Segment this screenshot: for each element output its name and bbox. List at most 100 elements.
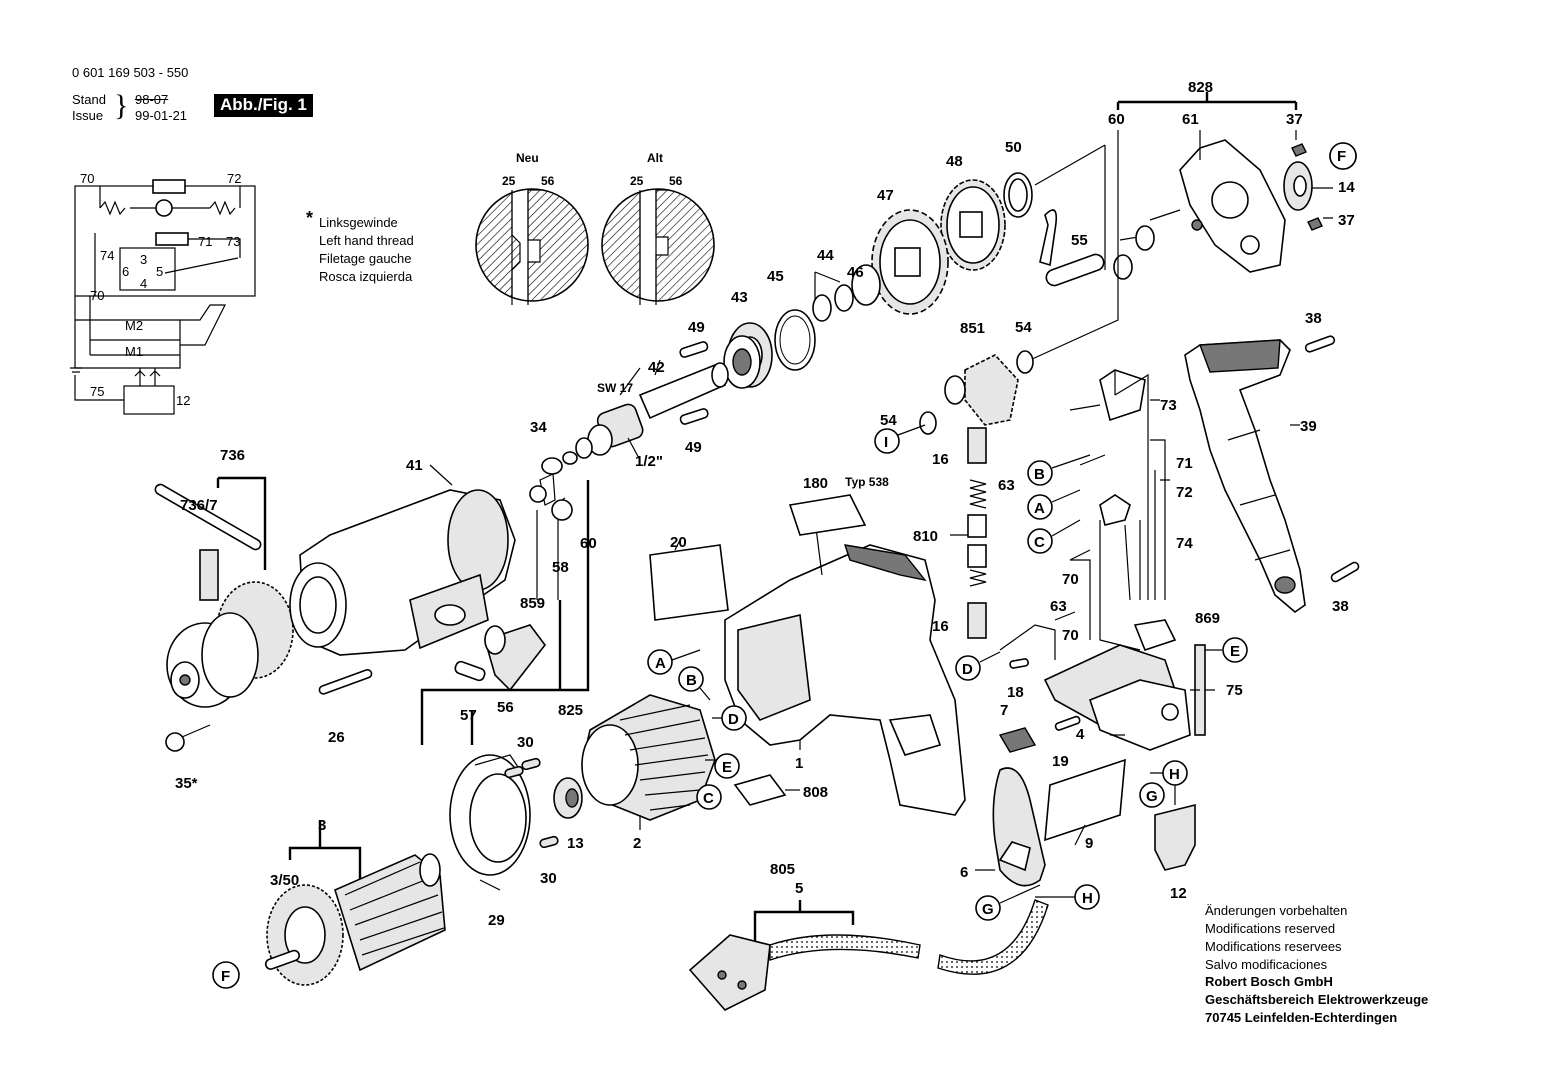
part-41: 41: [406, 457, 423, 474]
part-20: 20: [670, 534, 687, 551]
circuit-label-75: 75: [90, 384, 104, 399]
detail-alt-25: 25: [630, 174, 644, 188]
part-26: 26: [328, 729, 345, 746]
callout-b-right: B: [1034, 466, 1045, 483]
figure-badge: Abb./Fig. 1: [214, 94, 313, 117]
detail-alt-label: Alt: [647, 151, 663, 165]
footer-line-es: Salvo modificaciones: [1205, 957, 1328, 972]
footer-line-de: Änderungen vorbehalten: [1205, 903, 1348, 918]
new-date: 99-01-21: [135, 108, 188, 123]
part-6: 6: [960, 864, 968, 881]
part-70-top: 70: [1062, 571, 1079, 588]
part-57: 57: [460, 707, 477, 724]
circuit-label-m1: M1: [125, 344, 143, 359]
circuit-label-74: 74: [100, 248, 114, 263]
part-808: 808: [803, 784, 828, 801]
callout-a-right: A: [1034, 500, 1045, 517]
rings-and-bearing: [723, 264, 881, 389]
part-46: 46: [847, 264, 864, 281]
part-45: 45: [767, 268, 784, 285]
part-2: 2: [633, 835, 641, 852]
part-825: 825: [558, 702, 583, 719]
part-60-top: 60: [1108, 111, 1125, 128]
circuit-label-73: 73: [226, 234, 240, 249]
detail-alt-56: 56: [669, 174, 683, 188]
part-19: 19: [1052, 753, 1069, 770]
circuit-label-6: 6: [122, 264, 129, 279]
circuit-label-70b: 70: [90, 288, 104, 303]
wrench-size-sw17: SW 17: [597, 381, 633, 395]
stand-label: Stand: [72, 92, 106, 107]
part-58: 58: [552, 559, 569, 576]
part-12: 12: [1170, 885, 1187, 902]
detail-alt: Alt 25 56: [601, 151, 715, 305]
footer-line-en: Modifications reserved: [1205, 921, 1336, 936]
detail-neu: Neu 25 56: [475, 151, 589, 305]
part-5: 5: [795, 880, 803, 897]
armature: [264, 820, 446, 986]
part-3-50: 3/50: [270, 872, 299, 889]
part-14: 14: [1338, 179, 1355, 196]
callout-e-left: E: [722, 759, 732, 776]
thread-note-de: Linksgewinde: [319, 215, 398, 230]
callout-h-right: H: [1169, 766, 1180, 783]
callout-c-left: C: [703, 790, 714, 807]
part-828: 828: [1188, 79, 1213, 96]
part-54-bottom: 54: [880, 412, 897, 429]
wiring-schematic: 70 72 71 73 74 3 5 6 4 70 M2 M1 75 12: [70, 171, 256, 415]
callout-d-left: D: [728, 711, 739, 728]
detail-neu-25: 25: [502, 174, 516, 188]
circuit-label-12: 12: [176, 393, 190, 408]
part-42: 42: [648, 359, 665, 376]
part-805: 805: [770, 861, 795, 878]
callout-a-left: A: [655, 655, 666, 672]
part-3: 3: [318, 817, 326, 834]
circuit-label-4: 4: [140, 276, 147, 291]
part-35: 35*: [175, 775, 198, 792]
part-38-top: 38: [1305, 310, 1322, 327]
part-34: 34: [530, 419, 547, 436]
detail-neu-56: 56: [541, 174, 555, 188]
part-54-top: 54: [1015, 319, 1032, 336]
thread-note-en: Left hand thread: [319, 233, 414, 248]
circuit-label-70a: 70: [80, 171, 94, 186]
circuit-label-72: 72: [227, 171, 241, 186]
front-housing: [289, 451, 590, 745]
part-180: 180: [803, 475, 828, 492]
callout-h-bottom: H: [1082, 890, 1093, 907]
part-49-bottom: 49: [685, 439, 702, 456]
issue-label: Issue: [72, 108, 104, 123]
part-55: 55: [1071, 232, 1088, 249]
callout-g-right: G: [1146, 788, 1158, 805]
part-9: 9: [1085, 835, 1093, 852]
part-48: 48: [946, 153, 963, 170]
part-736: 736: [220, 447, 245, 464]
callout-f-right: F: [1337, 148, 1346, 165]
part-869: 869: [1195, 610, 1220, 627]
part-1: 1: [795, 755, 803, 772]
part-74: 74: [1176, 535, 1193, 552]
handle: [1184, 335, 1360, 614]
part-73: 73: [1160, 397, 1177, 414]
part-37-bottom: 37: [1338, 212, 1355, 229]
fan-baffle: [449, 754, 583, 891]
callout-g-bottom: G: [982, 901, 994, 918]
part-47: 47: [877, 187, 894, 204]
circuit-label-3: 3: [140, 252, 147, 267]
part-13: 13: [567, 835, 584, 852]
callout-b-left: B: [686, 672, 697, 689]
old-date: 98-07: [135, 92, 169, 107]
switch-assembly: [998, 619, 1215, 871]
callout-d-right: D: [962, 661, 973, 678]
thread-size-half-inch: 1/2": [635, 453, 663, 470]
circuit-label-5: 5: [156, 264, 163, 279]
part-30-bottom: 30: [540, 870, 557, 887]
circuit-label-m2: M2: [125, 318, 143, 333]
circuit-label-71: 71: [198, 234, 212, 249]
gear-stack: [871, 144, 1106, 315]
part-736-7: 736/7: [180, 497, 218, 514]
part-16-bottom: 16: [932, 618, 949, 635]
callout-f-left: F: [221, 968, 230, 985]
part-43: 43: [731, 289, 748, 306]
